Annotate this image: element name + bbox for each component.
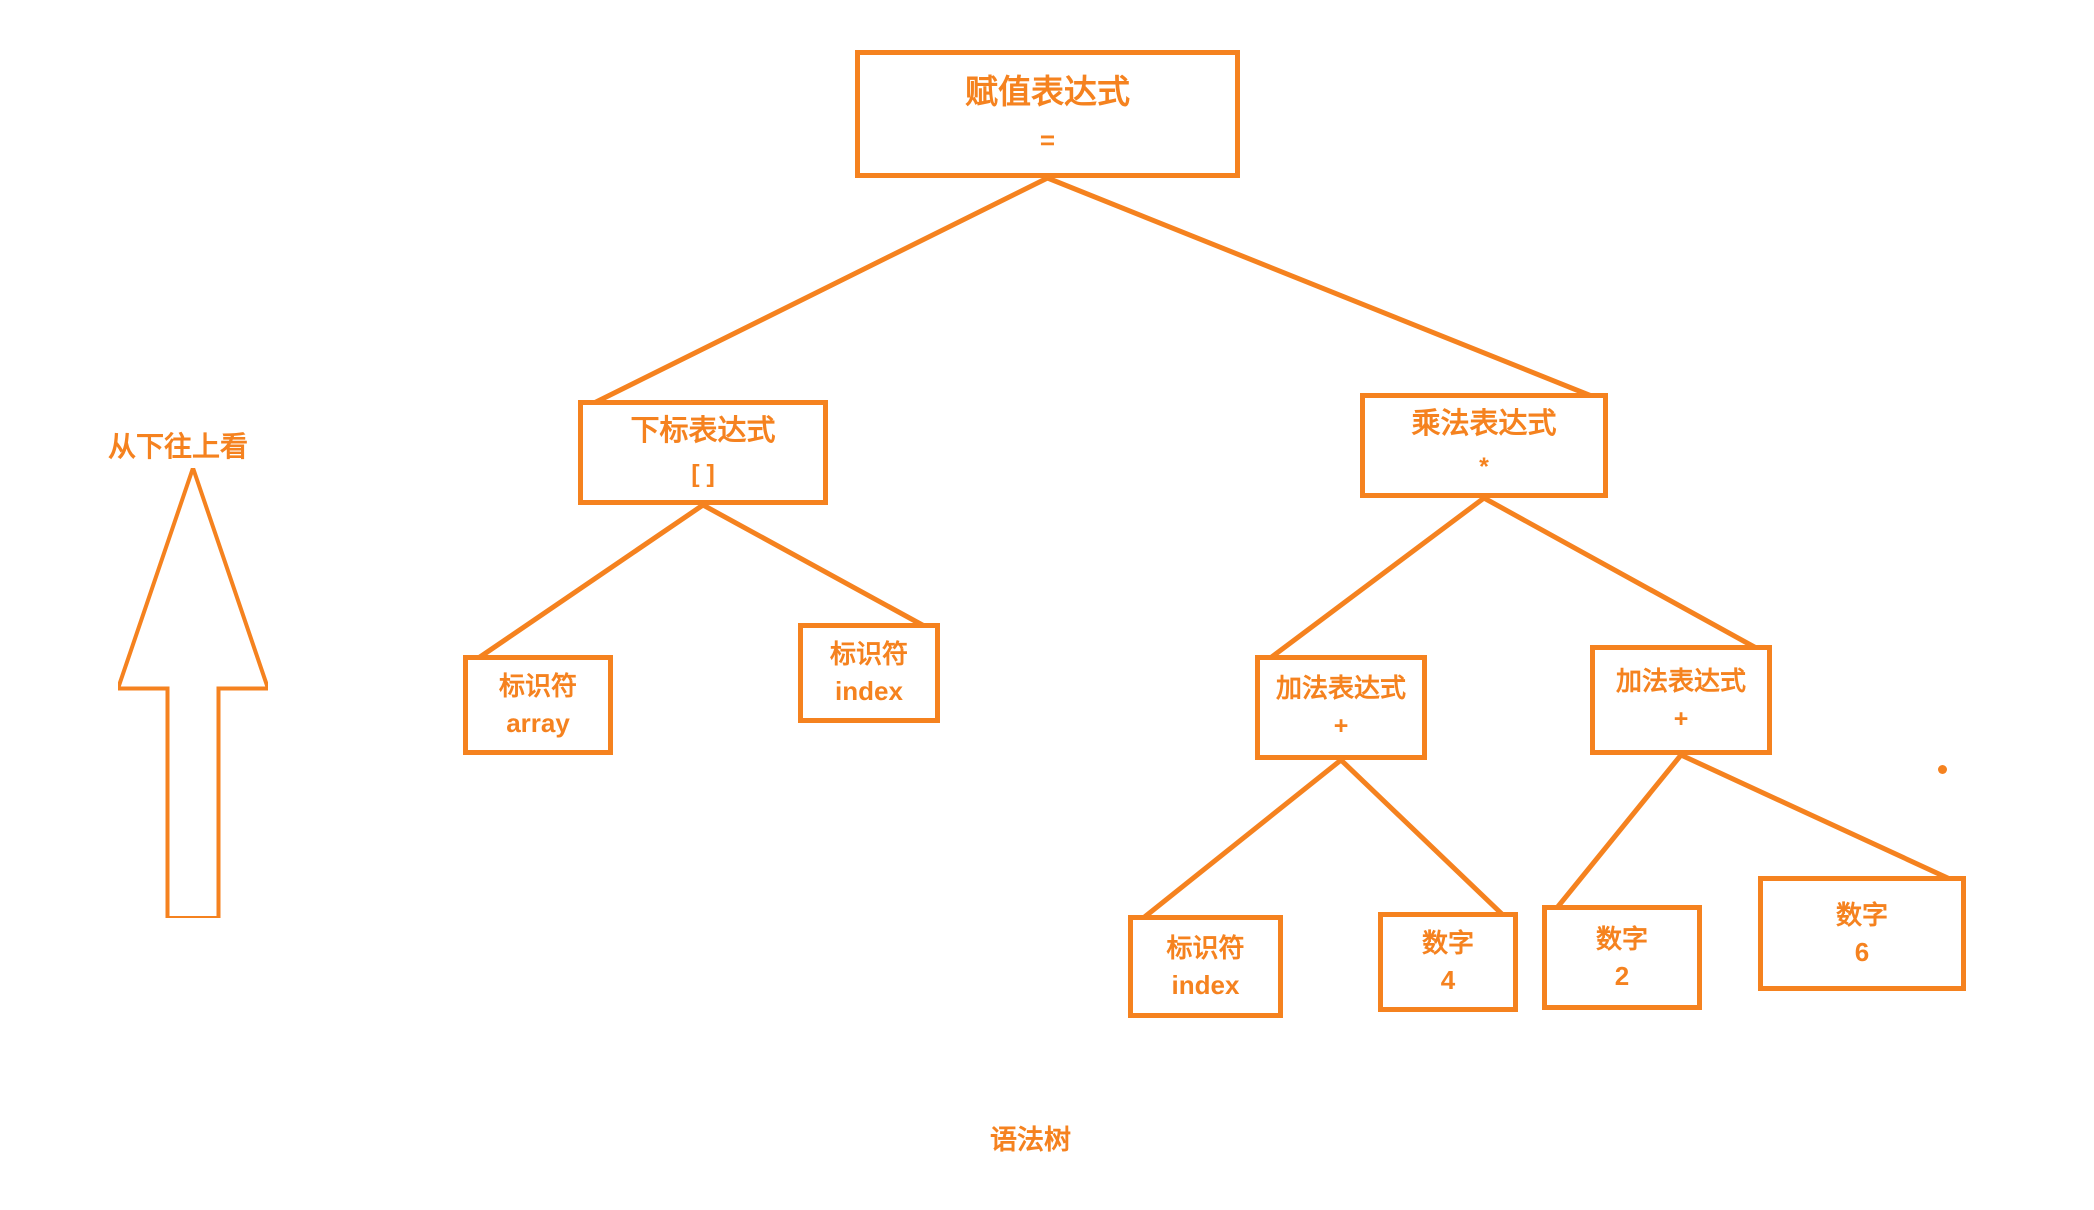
tree-node-num-2[interactable]: 数字 2: [1542, 905, 1702, 1010]
tree-node-add-right[interactable]: 加法表达式 +: [1590, 645, 1772, 755]
tree-node-multiply[interactable]: 乘法表达式 *: [1360, 393, 1608, 498]
tree-node-ident-index-1[interactable]: 标识符 index: [798, 623, 940, 723]
node-title: 数字: [1835, 899, 1888, 930]
node-symbol: [ ]: [691, 460, 715, 489]
tree-node-ident-index-2[interactable]: 标识符 index: [1128, 915, 1283, 1018]
node-title: 乘法表达式: [1411, 408, 1557, 441]
up-arrow-shape: [118, 468, 268, 918]
tree-node-ident-array[interactable]: 标识符 array: [463, 655, 613, 755]
tree-edge-subscript-to-ident-index-1: [700, 502, 929, 630]
node-title: 标识符: [498, 671, 577, 702]
tree-edge-root-to-subscript: [589, 175, 1050, 407]
node-title: 加法表达式: [1275, 673, 1406, 704]
tree-edge-multiply-to-add-right: [1481, 495, 1761, 652]
node-symbol: =: [1039, 124, 1056, 155]
read-direction-label: 从下往上看: [108, 431, 249, 462]
tree-node-num-4[interactable]: 数字 4: [1378, 912, 1518, 1012]
node-title: 标识符: [829, 639, 908, 670]
node-symbol: index: [835, 676, 903, 706]
node-title: 赋值表达式: [965, 72, 1130, 110]
node-title: 下标表达式: [630, 415, 776, 448]
node-symbol: 2: [1614, 960, 1630, 991]
tree-edge-subscript-to-ident-array: [474, 502, 706, 662]
tree-edge-add-left-to-num-4: [1338, 757, 1507, 919]
diagram-caption: 语法树: [990, 1125, 1071, 1155]
tree-edge-add-left-to-ident-index-2: [1139, 757, 1344, 922]
up-arrow-icon: [118, 468, 268, 918]
tree-edge-root-to-multiply: [1045, 175, 1597, 400]
node-symbol: +: [1333, 712, 1349, 741]
node-symbol: array: [506, 708, 570, 738]
node-symbol: 6: [1854, 936, 1870, 967]
node-symbol: 4: [1440, 965, 1456, 995]
tree-node-add-left[interactable]: 加法表达式 +: [1255, 655, 1427, 760]
node-symbol: index: [1171, 969, 1240, 1000]
tree-edge-add-right-to-num-6: [1678, 752, 1955, 883]
node-title: 数字: [1595, 923, 1648, 954]
node-title: 数字: [1421, 928, 1474, 959]
stray-dot-mark: [1938, 765, 1947, 774]
tree-node-num-6[interactable]: 数字 6: [1758, 876, 1966, 991]
tree-node-subscript[interactable]: 下标表达式 [ ]: [578, 400, 828, 505]
tree-edge-add-right-to-num-2: [1553, 752, 1684, 912]
node-symbol: +: [1673, 704, 1689, 733]
tree-node-root[interactable]: 赋值表达式 =: [855, 50, 1240, 178]
tree-edge-multiply-to-add-left: [1266, 495, 1487, 662]
node-title: 标识符: [1166, 932, 1245, 963]
node-symbol: *: [1479, 453, 1489, 482]
node-title: 加法表达式: [1615, 665, 1746, 696]
